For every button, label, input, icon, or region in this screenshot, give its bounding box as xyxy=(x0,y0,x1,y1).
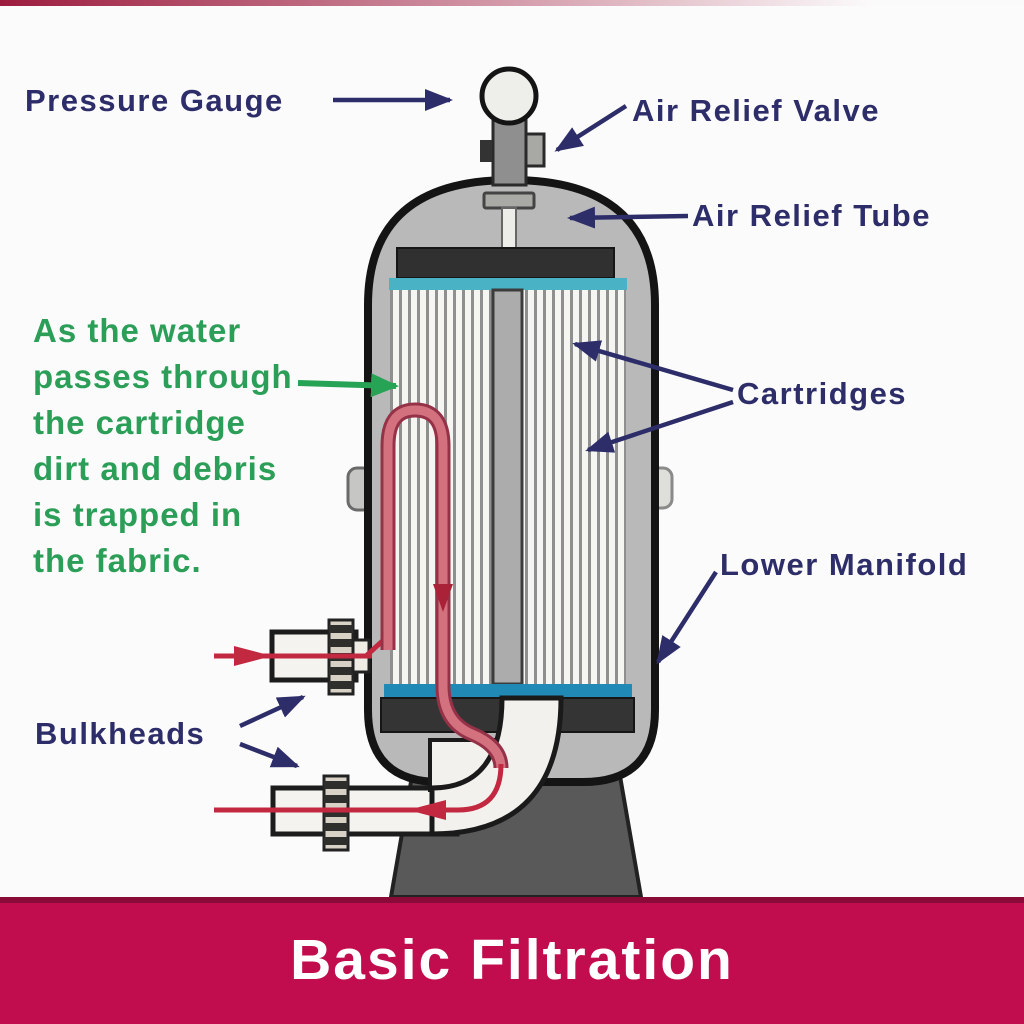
label-cartridges: Cartridges xyxy=(737,376,907,411)
flow-tube xyxy=(383,405,506,769)
flow-line-outlet xyxy=(214,763,504,813)
bulkheads-arrow-upper xyxy=(239,694,306,729)
label-pressure-gauge: Pressure Gauge xyxy=(25,83,284,118)
center-standpipe xyxy=(491,288,524,686)
gauge-dial xyxy=(479,66,539,126)
cartridges-arrow-upper xyxy=(572,340,734,393)
annotation-line: is trapped in xyxy=(33,496,242,533)
water-flow-path xyxy=(214,402,509,820)
lower-manifold-arrow xyxy=(656,570,718,665)
annotation-line: dirt and debris xyxy=(33,450,277,487)
flow-arrow-down xyxy=(433,584,453,612)
label-lower-manifold: Lower Manifold xyxy=(720,547,968,582)
air-relief-tube-arrow xyxy=(567,206,689,229)
pressure-gauge-part xyxy=(479,66,546,187)
label-air-relief-tube: Air Relief Tube xyxy=(692,198,931,233)
annotation-text: As the water passes through the cartridg… xyxy=(33,312,293,579)
label-air-relief-valve: Air Relief Valve xyxy=(632,93,880,128)
flow-arrow-outlet xyxy=(408,800,446,820)
upper-manifold-teal-bar xyxy=(389,278,627,290)
annotation-line: As the water xyxy=(33,312,241,349)
lower-bulkhead-fitting xyxy=(322,774,350,852)
annotation-line: passes through xyxy=(33,358,293,395)
bulkheads-arrow-lower xyxy=(239,741,300,769)
air-relief-valve-part xyxy=(524,132,546,168)
filtration-diagram: Pressure Gauge Air Relief Valve Air Reli… xyxy=(25,66,968,897)
top-border-strip xyxy=(0,0,1024,6)
leader-arrows xyxy=(239,89,734,769)
cartridges-arrow-lower xyxy=(585,399,734,453)
air-relief-valve-arrow xyxy=(554,104,628,152)
upper-manifold xyxy=(396,247,615,279)
page-title: Basic Filtration xyxy=(290,927,734,992)
label-bulkheads: Bulkheads xyxy=(35,716,205,751)
air-relief-tube-part xyxy=(482,191,536,249)
flow-arrow-inlet xyxy=(234,646,272,666)
title-banner: Basic Filtration xyxy=(0,897,1024,1024)
annotation-line: the cartridge xyxy=(33,404,246,441)
annotation-arrow xyxy=(297,373,399,398)
annotation-line: the fabric. xyxy=(33,542,202,579)
